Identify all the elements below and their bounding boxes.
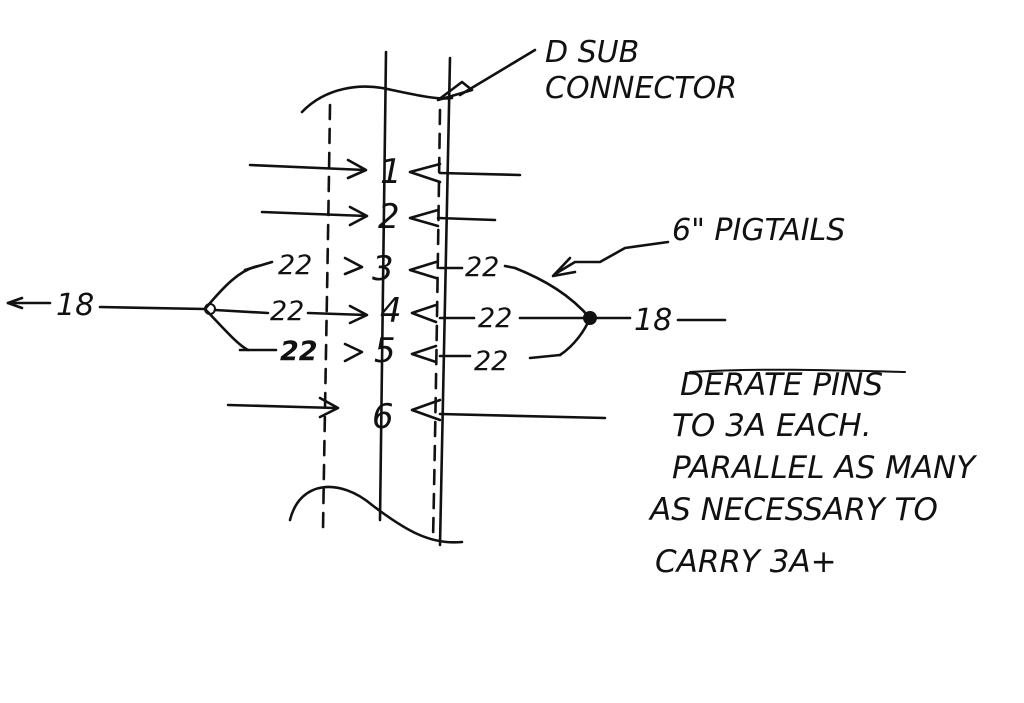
connector-body: [288, 50, 464, 547]
pin-5-right-gauge: 22: [474, 346, 508, 377]
left-wire-split: [6, 264, 260, 352]
derating-note: DERATE PINS TO 3A EACH. PARALLEL AS MANY…: [648, 367, 977, 580]
pin-4-right-gauge: 22: [478, 303, 512, 334]
note-line-5: CARRY 3A+: [655, 544, 837, 580]
pin-number-6: 6: [372, 397, 394, 437]
pin-5-left-gauge: 22: [280, 336, 318, 367]
pin-4-left-gauge: 22: [270, 296, 304, 327]
pigtails-pointer-arrow: [551, 240, 670, 278]
note-line-3: PARALLEL AS MANY: [672, 450, 977, 486]
pin-row-2: [260, 205, 497, 228]
connector-title-line1: D SUB: [545, 35, 639, 70]
connector-pointer-arrow: [436, 48, 537, 102]
note-scribble: [689, 368, 906, 373]
right-wire-merge: [513, 266, 727, 357]
pin-number-2: 2: [378, 197, 400, 237]
pin-number-5: 5: [374, 331, 396, 371]
pin-row-4: [213, 303, 590, 325]
pin-3-right-gauge: 22: [465, 252, 499, 283]
pin-number-1: 1: [380, 152, 402, 192]
pin-row-1: [248, 158, 522, 184]
note-line-4: AS NECESSARY TO: [648, 492, 938, 528]
pin-row-6: [226, 396, 607, 422]
pin-3-left-gauge: 22: [278, 250, 312, 281]
pin-number-4: 4: [380, 291, 402, 331]
note-line-2: TO 3A EACH.: [672, 408, 872, 444]
pigtails-label: 6" PIGTAILS: [672, 213, 845, 248]
right-wire-gauge: 18: [634, 303, 672, 338]
connector-title-line2: CONNECTOR: [545, 71, 737, 106]
pin-row-5: [238, 342, 562, 364]
left-wire-gauge: 18: [56, 288, 94, 323]
note-line-1: DERATE PINS: [680, 367, 883, 403]
pin-number-3: 3: [372, 249, 394, 289]
